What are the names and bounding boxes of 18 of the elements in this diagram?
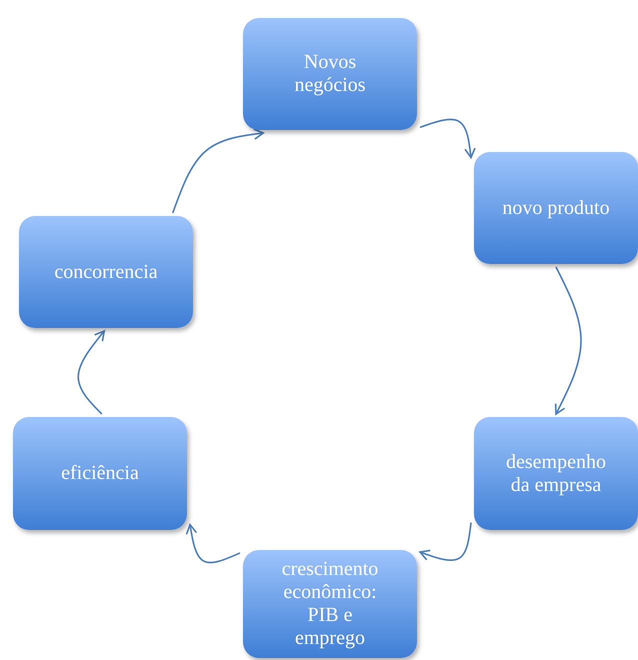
process-box (19, 216, 193, 328)
box-label: Novos negócios (293, 51, 367, 97)
arrow (172, 128, 264, 214)
process-box (13, 417, 187, 530)
process-box (474, 152, 638, 264)
arrow (420, 118, 476, 158)
arrow (77, 330, 106, 415)
box-label: eficiência (61, 462, 139, 485)
process-box (243, 550, 417, 658)
process-box (474, 417, 638, 530)
arrow (554, 266, 582, 415)
box-label: concorrencia (54, 260, 158, 284)
arrow (419, 522, 472, 561)
arrow (186, 524, 240, 564)
process-box (243, 18, 417, 130)
box-label: desempenho da empresa (505, 450, 607, 496)
box-label: novo produto (502, 196, 610, 220)
box-label: crescimento econômico: PIB e emprego (280, 558, 380, 650)
